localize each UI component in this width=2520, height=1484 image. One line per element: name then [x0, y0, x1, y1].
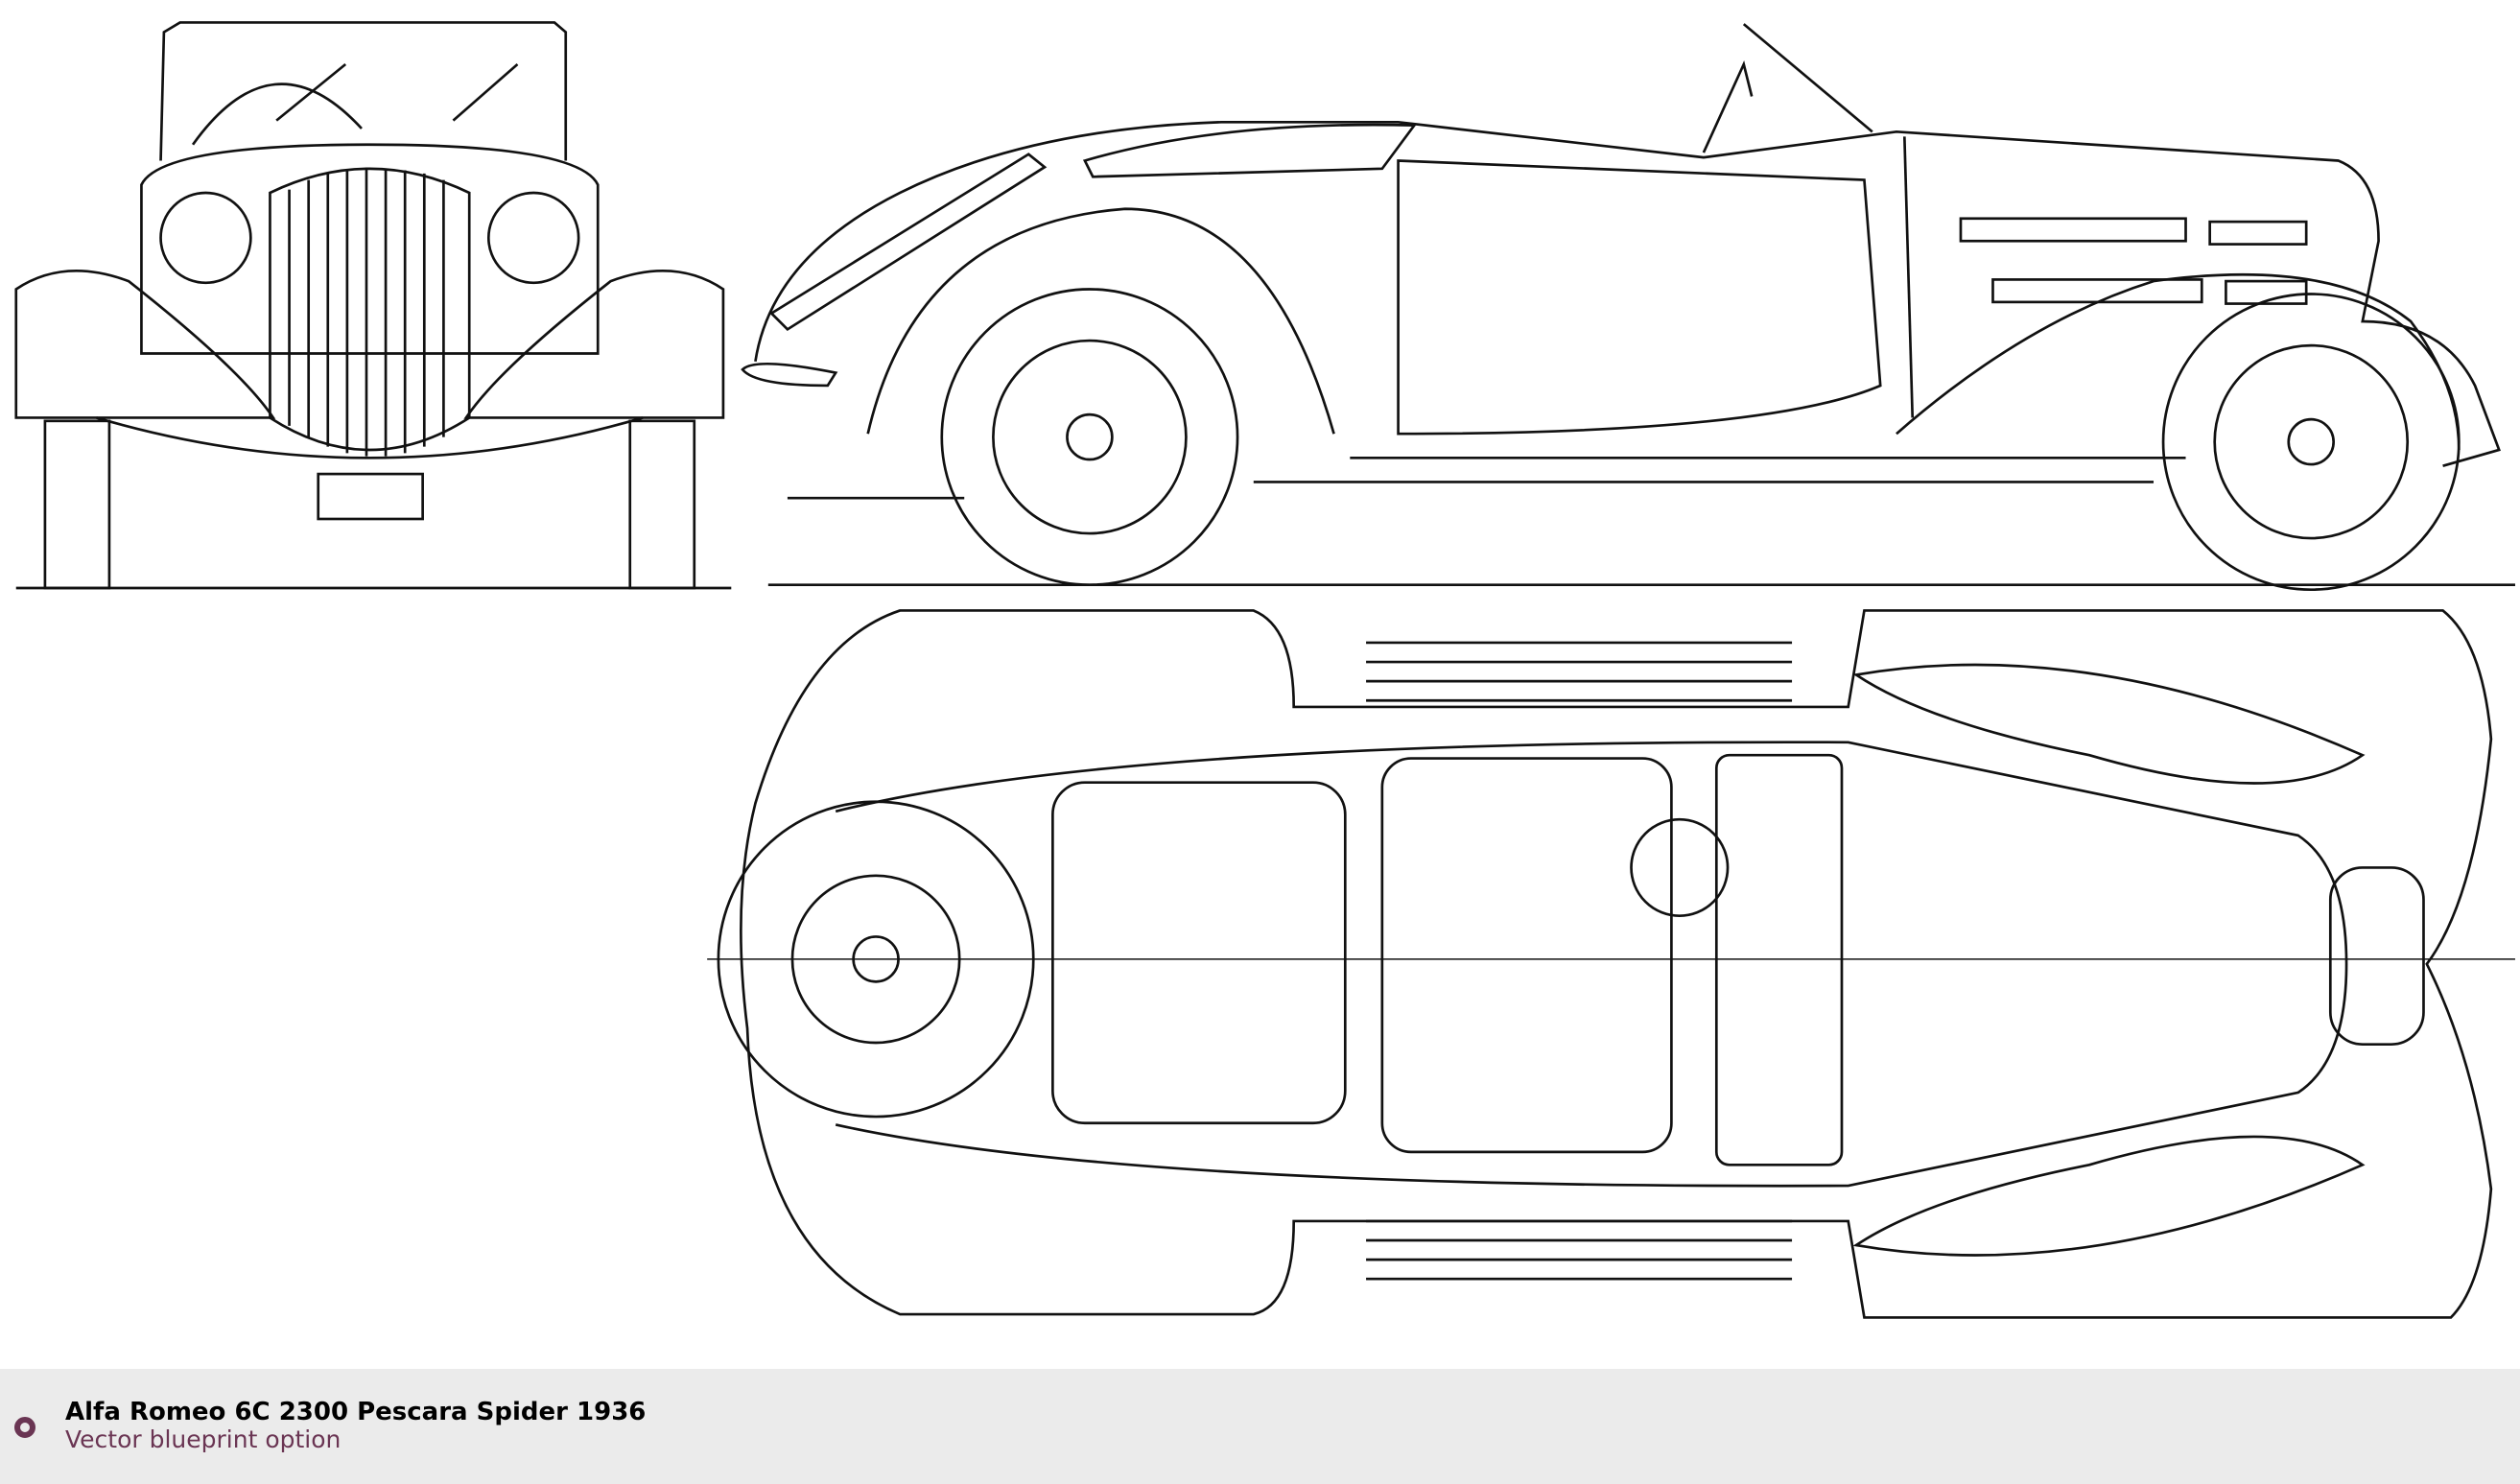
- caption-title: Alfa Romeo 6C 2300 Pescara Spider 1936: [65, 1398, 647, 1426]
- blueprint-drawing: [14, 21, 2515, 1319]
- caption-footer: Alfa Romeo 6C 2300 Pescara Spider 1936 V…: [0, 1369, 2520, 1484]
- caption-subtitle: Vector blueprint option: [65, 1425, 341, 1453]
- front-view: [14, 21, 732, 590]
- circle-icon: [14, 1417, 35, 1438]
- side-view: [741, 23, 2515, 592]
- top-view: [707, 609, 2515, 1319]
